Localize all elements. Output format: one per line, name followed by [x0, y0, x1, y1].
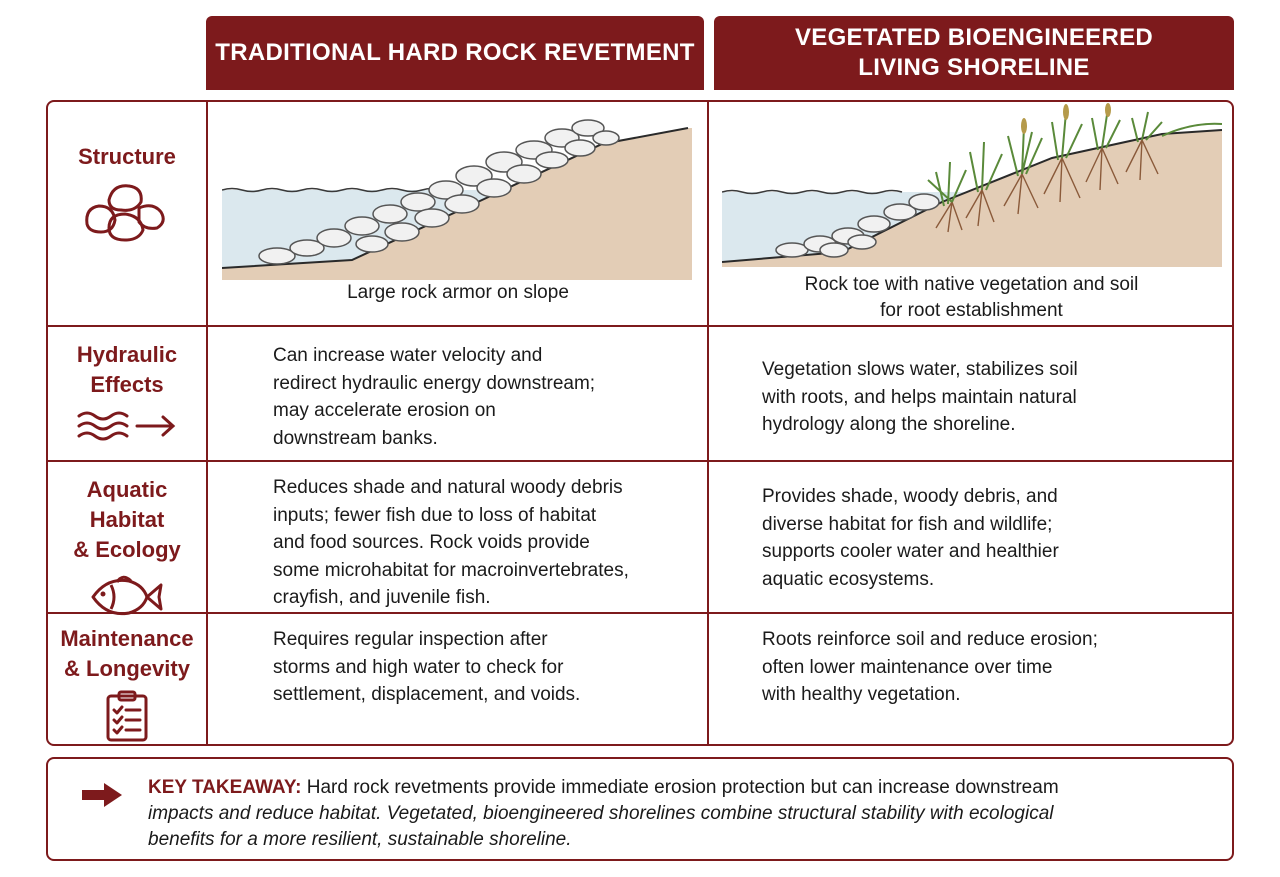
maintenance-left-line: settlement, displacement, and voids.	[273, 684, 581, 705]
habitat-right-text: Provides shade, woody debris, and divers…	[762, 483, 1059, 593]
structure-left-caption: Large rock armor on slope	[347, 282, 569, 303]
maintenance-right-line: Roots reinforce soil and reduce erosion;	[762, 629, 1098, 650]
hydraulic-right-line: Vegetation slows water, stabilizes soil	[762, 359, 1078, 380]
clipboard-checklist-icon	[106, 690, 148, 742]
hydraulic-left-line: Can increase water velocity and	[273, 345, 543, 366]
maintenance-label-line1: Maintenance	[60, 626, 194, 651]
header-living-line2: LIVING SHORELINE	[858, 54, 1090, 81]
key-takeaway-line1: Hard rock revetments provide immediate e…	[301, 777, 1059, 798]
habitat-left-line: some microhabitat for macroinvertebrates…	[273, 559, 629, 581]
row-label-habitat: Aquatic Habitat & Ecology	[48, 475, 206, 621]
key-takeaway-line2: impacts and reduce habitat. Vegetated, b…	[148, 803, 1054, 824]
habitat-left-text: Reduces shade and natural woody debris i…	[273, 474, 629, 612]
maintenance-left-line: storms and high water to check for	[273, 656, 564, 678]
structure-label: Structure	[78, 144, 176, 169]
header-living-line1: VEGETATED BIOENGINEERED	[794, 24, 1154, 51]
hydraulic-right-text: Vegetation slows water, stabilizes soil …	[762, 356, 1078, 439]
key-takeaway-line3: benefits for a more resilient, sustainab…	[148, 829, 572, 850]
structure-right-caption: Rock toe with native vegetation and soil…	[709, 272, 1234, 324]
structure-right-caption-line2: for root establishment	[880, 300, 1063, 321]
water-flow-arrow-icon	[77, 411, 176, 441]
comparison-table: Structure	[46, 100, 1234, 746]
maintenance-right-line: often lower maintenance over time	[762, 656, 1053, 678]
maintenance-right-line: with healthy vegetation.	[762, 684, 961, 705]
fish-icon	[91, 575, 163, 616]
maintenance-label-line2: & Longevity	[64, 656, 190, 681]
row-label-structure: Structure	[48, 142, 206, 244]
maintenance-left-text: Requires regular inspection after storms…	[273, 626, 580, 709]
row-divider-3	[48, 612, 1232, 614]
header-traditional-label: TRADITIONAL HARD ROCK REVETMENT	[215, 39, 695, 66]
key-takeaway-label: KEY TAKEAWAY:	[148, 777, 302, 798]
row-divider-2	[48, 460, 1232, 462]
living-shoreline-illustration	[722, 103, 1222, 267]
column-divider-middle	[707, 102, 709, 744]
maintenance-right-text: Roots reinforce soil and reduce erosion;…	[762, 626, 1098, 709]
maintenance-left-line: Requires regular inspection after	[273, 629, 548, 650]
habitat-right-line: supports cooler water and healthier	[762, 541, 1059, 562]
hydraulic-left-line: may accelerate erosion on	[273, 400, 496, 421]
hydraulic-left-line: redirect hydraulic energy downstream;	[273, 372, 596, 394]
header-traditional-revetment: TRADITIONAL HARD ROCK REVETMENT	[206, 16, 704, 90]
hydraulic-label-line2: Effects	[90, 372, 164, 397]
habitat-left-line: crayfish, and juvenile fish.	[273, 587, 491, 608]
habitat-label-line1: Aquatic Habitat	[86, 477, 168, 532]
hydraulic-left-text: Can increase water velocity and redirect…	[273, 342, 595, 452]
row-label-hydraulic: Hydraulic Effects	[48, 340, 206, 446]
structure-right-caption-line1: Rock toe with native vegetation and soil	[804, 274, 1139, 295]
hydraulic-right-line: with roots, and helps maintain natural	[762, 386, 1077, 408]
arrow-right-icon	[82, 783, 122, 807]
hydraulic-label-line1: Hydraulic	[76, 342, 178, 367]
rocks-icon	[85, 184, 165, 242]
key-takeaway-text: KEY TAKEAWAY: Hard rock revetments provi…	[148, 775, 1218, 853]
habitat-left-line: inputs; fewer fish due to loss of habita…	[273, 504, 597, 526]
header-living-shoreline: VEGETATED BIOENGINEERED LIVING SHORELINE	[714, 16, 1234, 90]
rock-revetment-illustration	[222, 119, 692, 280]
habitat-right-line: diverse habitat for fish and wildlife;	[762, 513, 1053, 535]
habitat-left-line: and food sources. Rock voids provide	[273, 532, 590, 553]
hydraulic-right-line: hydrology along the shoreline.	[762, 414, 1016, 435]
habitat-right-line: Provides shade, woody debris, and	[762, 486, 1058, 507]
habitat-left-line: Reduces shade and natural woody debris	[273, 477, 623, 498]
key-takeaway-box: KEY TAKEAWAY: Hard rock revetments provi…	[46, 757, 1234, 861]
habitat-label-line2: & Ecology	[73, 537, 181, 562]
row-label-maintenance: Maintenance & Longevity	[48, 624, 206, 742]
hydraulic-left-line: downstream banks.	[273, 427, 438, 449]
row-divider-1	[48, 325, 1232, 327]
habitat-right-line: aquatic ecosystems.	[762, 568, 935, 590]
column-divider-label	[206, 102, 208, 744]
